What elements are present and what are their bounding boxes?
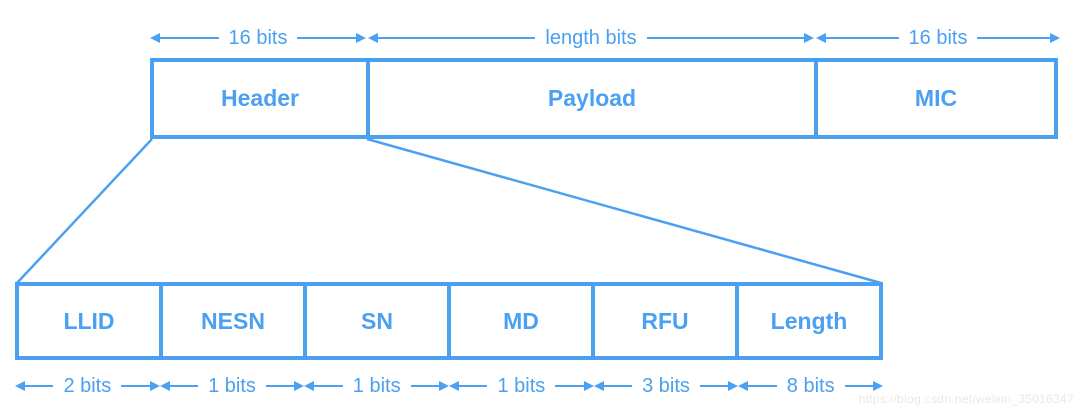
arrowhead-right-icon [873, 381, 884, 391]
field-label: RFU [641, 307, 689, 334]
bits-label: 16 bits [908, 27, 968, 49]
arrow-line [748, 385, 777, 387]
arrow-line [378, 37, 536, 39]
bits-arrow-length: 8 bits [738, 375, 884, 397]
field-label: SN [361, 307, 393, 334]
arrowhead-left-icon [738, 381, 749, 391]
bits-label: 2 bits [63, 375, 112, 397]
arrow-line [646, 37, 805, 39]
arrowhead-right-icon [149, 381, 160, 391]
arrow-line [169, 385, 199, 387]
field-rfu: RFU [591, 286, 735, 356]
field-mic: MIC [814, 62, 1054, 135]
arrowhead-left-icon [150, 33, 160, 43]
arrowhead-left-icon [816, 33, 826, 43]
packet-row: Header Payload MIC [150, 58, 1058, 139]
arrow-line [265, 385, 295, 387]
bits-label: length bits [545, 27, 637, 49]
arrowhead-right-icon [356, 33, 366, 43]
arrowhead-right-icon [294, 381, 305, 391]
bits-arrow-mic: 16 bits [816, 28, 1060, 48]
expansion-line-left [16, 138, 153, 284]
bits-label: 1 bits [352, 375, 401, 397]
header-detail-row: LLID NESN SN MD RFU Length [15, 282, 883, 360]
arrowhead-left-icon [449, 381, 460, 391]
arrow-line [121, 385, 150, 387]
arrowhead-right-icon [439, 381, 450, 391]
arrow-line [410, 385, 440, 387]
arrow-line [844, 385, 874, 387]
arrowhead-left-icon [593, 381, 604, 391]
field-label: LLID [63, 307, 115, 334]
watermark: https://blog.csdn.net/weixin_35016347 [858, 392, 1074, 406]
arrow-line [25, 385, 54, 387]
arrow-line [314, 385, 343, 387]
field-llid: LLID [19, 286, 159, 356]
expansion-line-right [366, 137, 882, 285]
arrow-line [603, 385, 633, 387]
bits-arrow-llid: 2 bits [15, 376, 160, 396]
arrowhead-left-icon [304, 381, 315, 391]
bits-label: 8 bits [786, 375, 835, 397]
arrowhead-left-icon [159, 381, 170, 391]
field-header: Header [154, 62, 366, 135]
field-label: MIC [914, 85, 958, 111]
arrowhead-right-icon [1050, 33, 1060, 43]
field-label: Header [221, 85, 299, 111]
arrow-line [160, 37, 219, 39]
arrow-line [459, 385, 488, 387]
bits-label: 1 bits [497, 375, 546, 397]
arrow-line [699, 385, 729, 387]
field-nesn: NESN [159, 286, 303, 356]
field-label: Length [770, 307, 848, 334]
bits-arrow-sn: 1 bits [304, 375, 450, 397]
arrowhead-right-icon [583, 381, 594, 391]
bits-arrow-rfu: 3 bits [593, 375, 739, 397]
arrow-line [826, 37, 899, 39]
bits-label: 3 bits [642, 375, 690, 397]
bits-arrow-header: 16 bits [150, 28, 366, 48]
field-sn: SN [303, 286, 447, 356]
field-label: MD [503, 307, 539, 334]
arrowhead-right-icon [804, 33, 815, 43]
bits-arrow-nesn: 1 bits [159, 375, 305, 397]
field-label: NESN [201, 307, 265, 334]
arrowhead-right-icon [728, 381, 739, 391]
field-label: Payload [547, 85, 637, 111]
arrow-line [297, 37, 356, 39]
arrow-line [555, 385, 584, 387]
field-length: Length [735, 286, 879, 356]
bits-label: 16 bits [228, 27, 288, 49]
arrowhead-left-icon [15, 381, 25, 391]
arrowhead-left-icon [368, 33, 378, 43]
field-md: MD [447, 286, 591, 356]
arrow-line [977, 37, 1050, 39]
bits-arrow-md: 1 bits [449, 376, 594, 396]
bits-label: 1 bits [208, 375, 256, 397]
field-payload: Payload [366, 62, 814, 135]
detail-bits-arrows: 2 bits 1 bits 1 bits 1 bits [15, 375, 884, 397]
bits-arrow-payload: length bits [368, 27, 815, 49]
